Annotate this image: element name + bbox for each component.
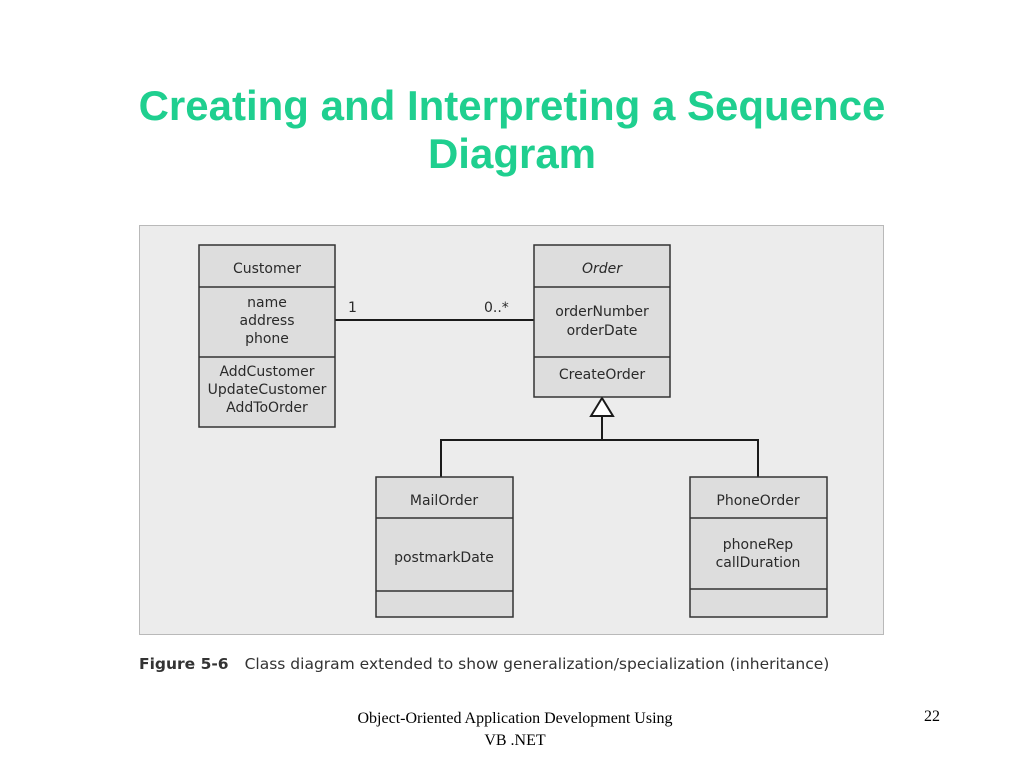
multiplicity-order: 0..*: [484, 300, 509, 316]
footer-line-1: Object-Oriented Application Development …: [357, 710, 673, 727]
figure-label: Figure 5-6: [139, 655, 229, 673]
slide-title: Creating and Interpreting a Sequence Dia…: [40, 82, 984, 178]
class-phone-order: PhoneOrder phoneRep callDuration: [689, 476, 828, 618]
class-order: Order orderNumber orderDate CreateOrder: [533, 244, 671, 398]
order-attribute: orderDate: [567, 323, 638, 339]
class-customer: Customer name address phone AddCustomer …: [198, 244, 336, 428]
phone-order-attribute: callDuration: [716, 555, 801, 571]
order-attribute: orderNumber: [555, 304, 649, 320]
customer-method: AddCustomer: [219, 364, 314, 380]
inheritance-arrowhead: [589, 396, 615, 417]
phone-order-attribute: phoneRep: [723, 537, 794, 553]
customer-attribute: phone: [245, 331, 289, 347]
slide-title-line-2: Diagram: [427, 130, 597, 177]
class-name-mail-order: MailOrder: [410, 493, 478, 509]
generalization-connector: [440, 396, 759, 477]
multiplicity-customer: 1: [348, 300, 357, 316]
footer-line-2: VB .NET: [484, 732, 546, 749]
class-name-order: Order: [582, 261, 623, 277]
class-name-phone-order: PhoneOrder: [716, 493, 799, 509]
customer-method: AddToOrder: [226, 400, 308, 416]
figure-caption: Figure 5-6 Class diagram extended to show…: [139, 655, 899, 673]
class-name-customer: Customer: [233, 261, 301, 277]
class-mail-order: MailOrder postmarkDate: [375, 476, 514, 618]
order-method: CreateOrder: [559, 367, 646, 383]
page-number: 22: [924, 708, 940, 725]
customer-attribute: name: [247, 295, 287, 311]
mail-order-attribute: postmarkDate: [394, 550, 494, 566]
customer-method: UpdateCustomer: [208, 382, 327, 398]
customer-attribute: address: [239, 313, 294, 329]
footer-title: Object-Oriented Application Development …: [300, 708, 730, 752]
slide-title-line-1: Creating and Interpreting a Sequence: [138, 82, 886, 129]
figure-caption-text: Class diagram extended to show generaliz…: [244, 655, 830, 673]
